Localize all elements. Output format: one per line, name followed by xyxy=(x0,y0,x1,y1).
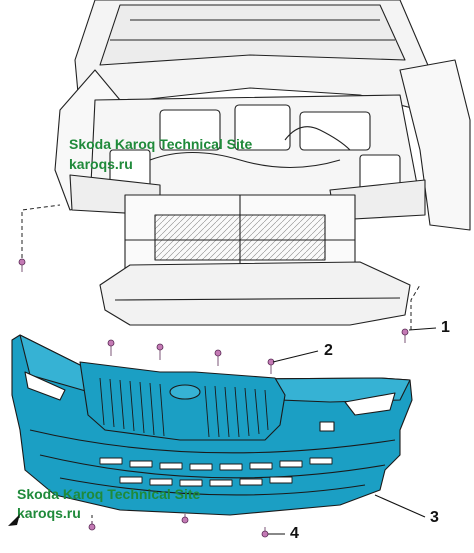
watermark-title-top: Skoda Karoq Technical Site xyxy=(69,136,253,152)
callout-4: 4 xyxy=(290,525,299,542)
callout-leaders xyxy=(268,327,437,535)
watermark-url-top: karoqs.ru xyxy=(69,156,133,172)
screw-icon xyxy=(261,527,269,538)
watermark-url-bottom: karoqs.ru xyxy=(17,505,81,521)
corner-arrow-icon xyxy=(8,514,20,526)
screws xyxy=(18,258,409,538)
screw-icon xyxy=(156,343,164,360)
screw-icon xyxy=(88,521,96,531)
screw-icon xyxy=(267,358,275,374)
watermark-title-bottom: Skoda Karoq Technical Site xyxy=(17,486,201,502)
vehicle-front-structure xyxy=(54,0,471,326)
screw-icon xyxy=(107,339,115,356)
screw-icon xyxy=(214,349,222,366)
callout-3: 3 xyxy=(430,509,439,526)
radiator-grille xyxy=(79,361,286,441)
screw-icon xyxy=(401,328,409,343)
screw-icon xyxy=(181,514,189,524)
callout-1: 1 xyxy=(441,319,450,336)
screw-icon xyxy=(18,258,26,272)
callout-2: 2 xyxy=(324,342,333,359)
